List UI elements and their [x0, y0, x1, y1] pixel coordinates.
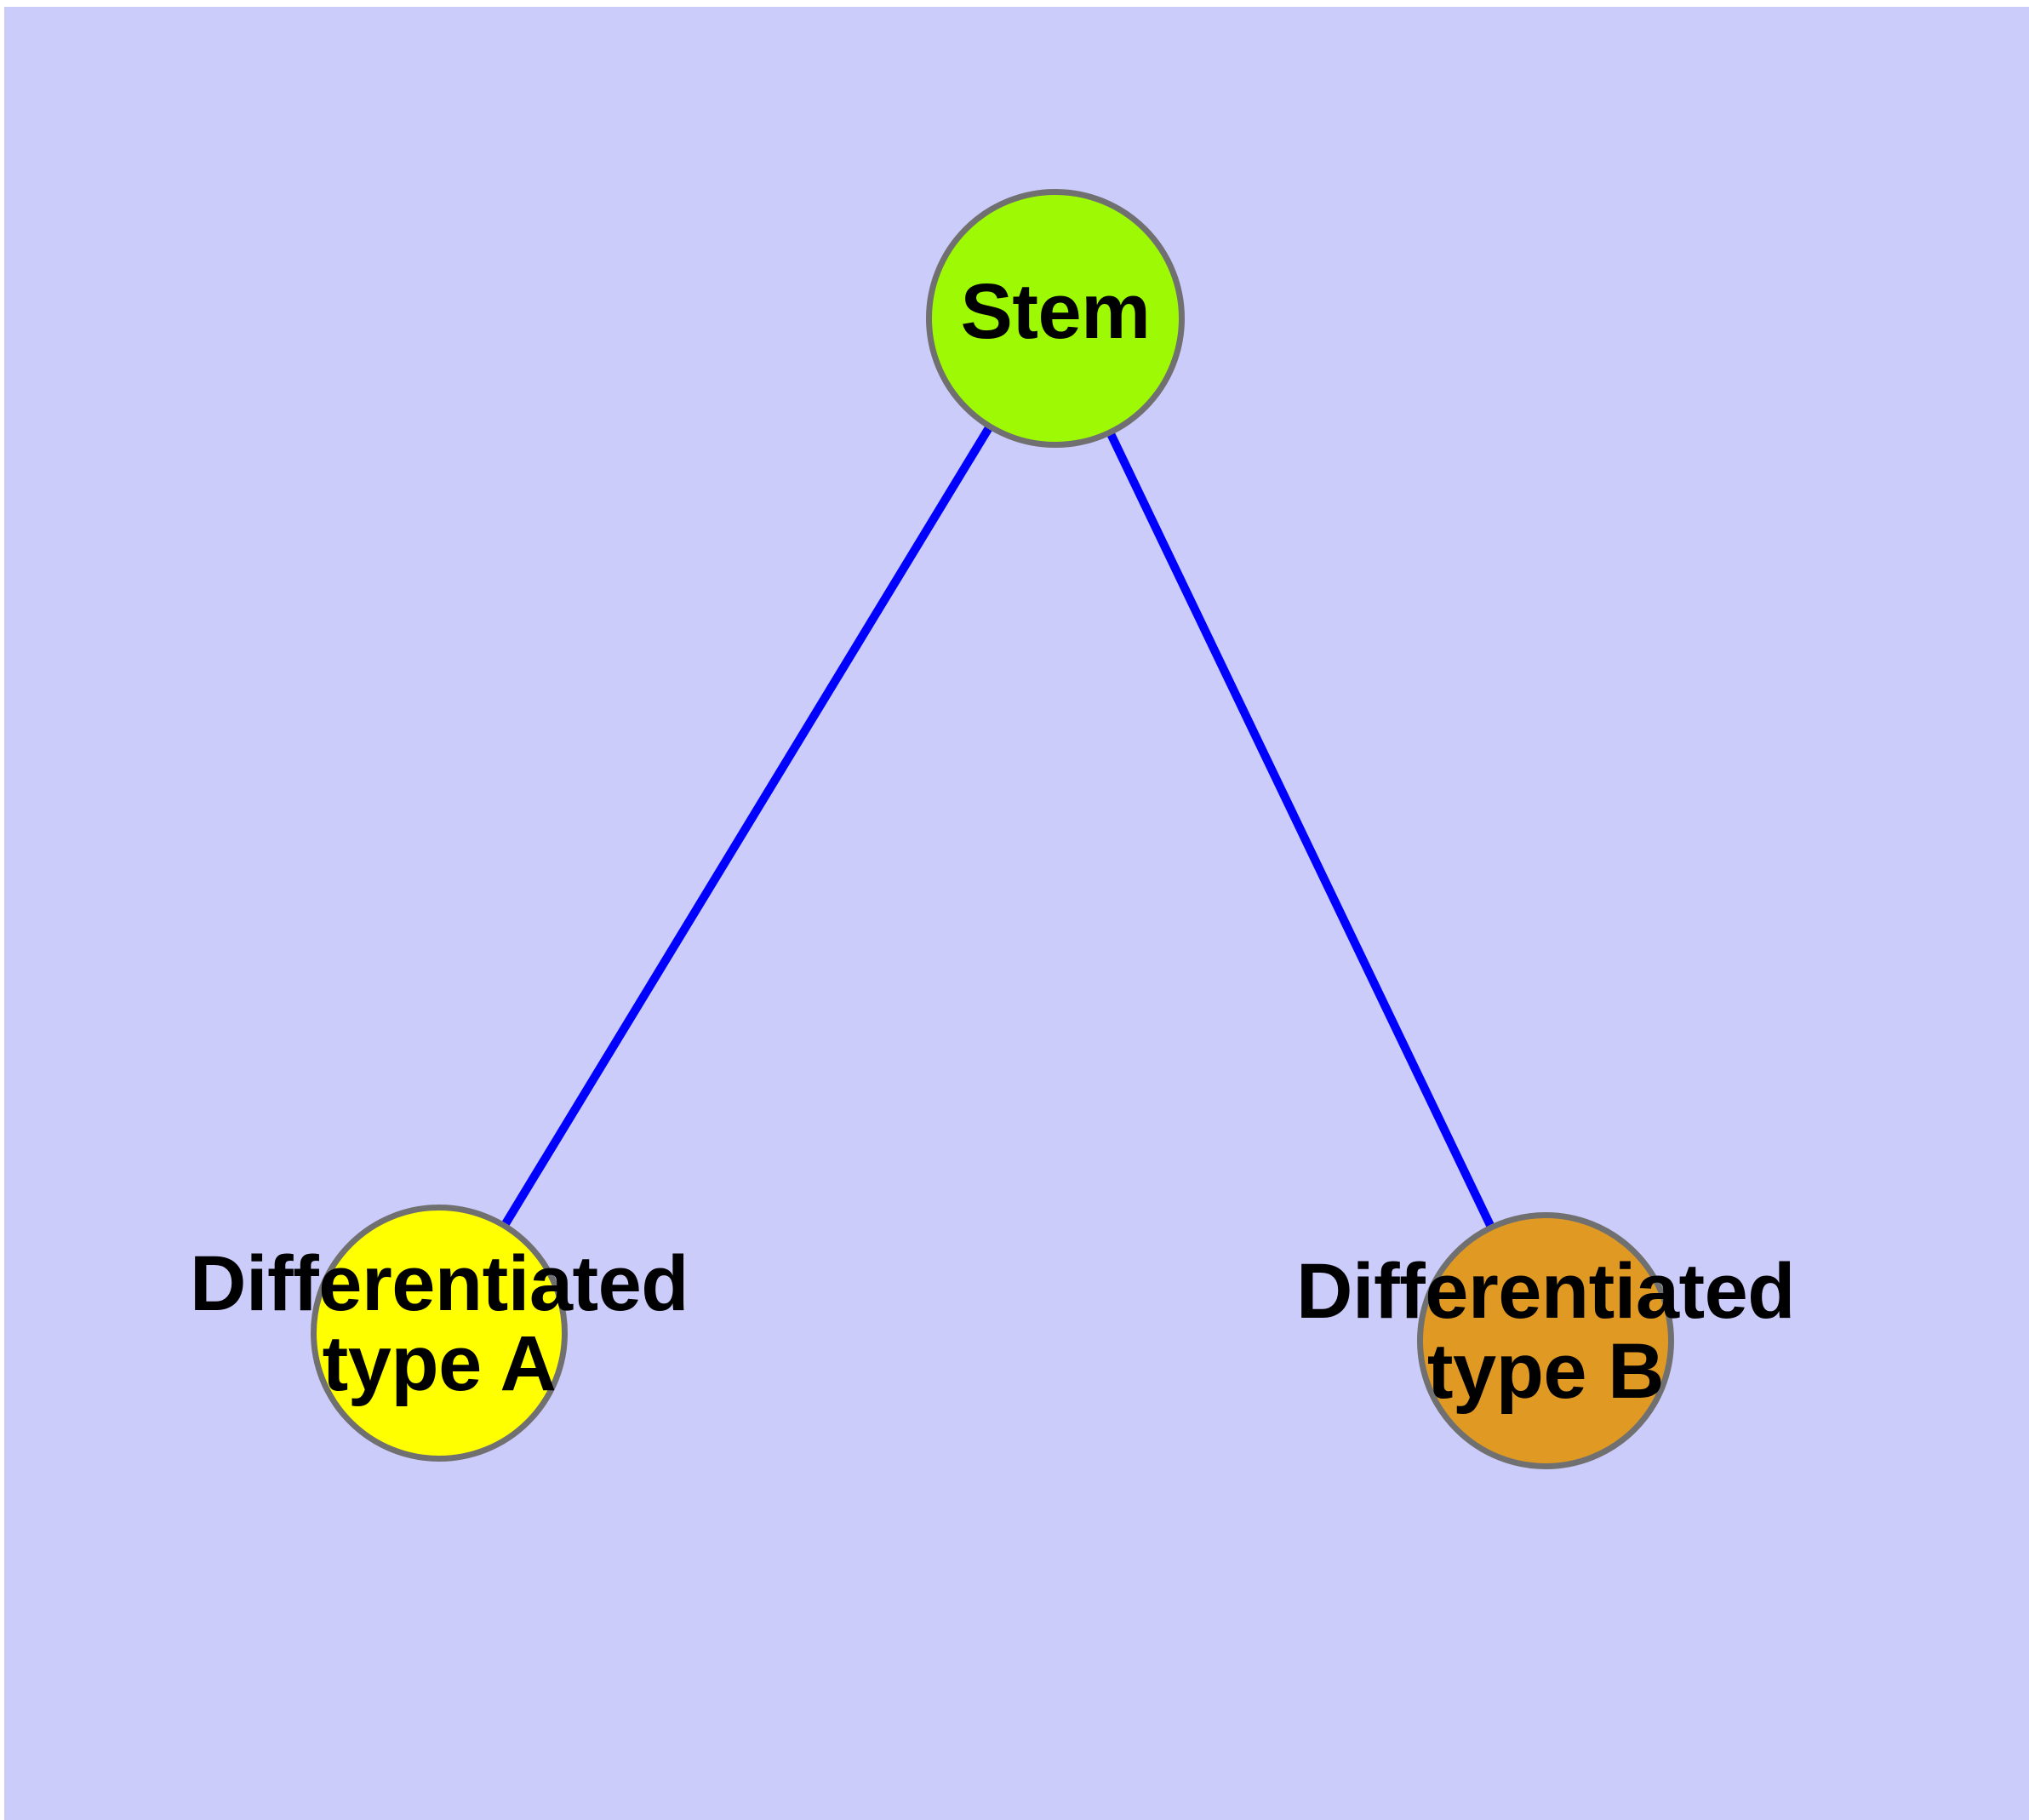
node-differentiated-type-a[interactable] [311, 1205, 568, 1462]
node-stem[interactable] [926, 189, 1185, 448]
label-line-2: type A [322, 1319, 557, 1407]
label-line-1: Differentiated [1296, 1248, 1795, 1335]
label-line-2: type B [1426, 1327, 1665, 1415]
label-line-1: Differentiated [190, 1240, 689, 1327]
node-differentiated-type-b[interactable] [1417, 1212, 1674, 1469]
node-label-stem: Stem [960, 268, 1151, 355]
